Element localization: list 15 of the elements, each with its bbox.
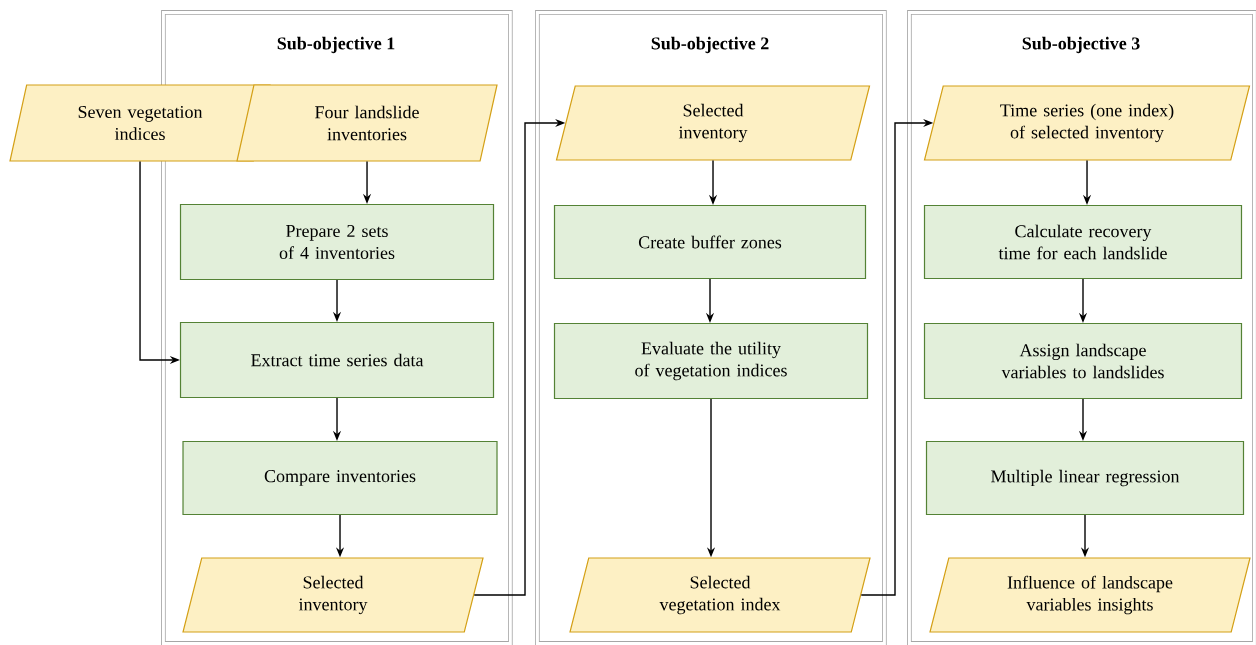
process-box: Evaluate the utility of vegetation indices xyxy=(553,322,869,400)
data-parallelogram: Influence of landscape variables insights xyxy=(929,557,1251,633)
data-parallelogram: Seven vegetation indices xyxy=(9,84,271,162)
data-parallelogram: Selected vegetation index xyxy=(569,557,871,633)
process-box: Extract time series data xyxy=(179,321,495,399)
data-parallelogram: Selected inventory xyxy=(182,557,484,633)
process-box: Prepare 2 sets of 4 inventories xyxy=(179,203,495,281)
process-box: Multiple linear regression xyxy=(925,440,1245,516)
data-parallelogram: Selected inventory xyxy=(555,85,871,161)
data-parallelogram: Four landslide inventories xyxy=(236,84,498,162)
process-box: Create buffer zones xyxy=(553,204,867,280)
data-parallelogram: Time series (one index) of selected inventory xyxy=(923,85,1251,161)
process-box: Calculate recovery time for each landslide xyxy=(923,204,1243,280)
process-box: Assign landscape variables to landslides xyxy=(923,322,1243,400)
process-box: Compare inventories xyxy=(182,440,498,516)
